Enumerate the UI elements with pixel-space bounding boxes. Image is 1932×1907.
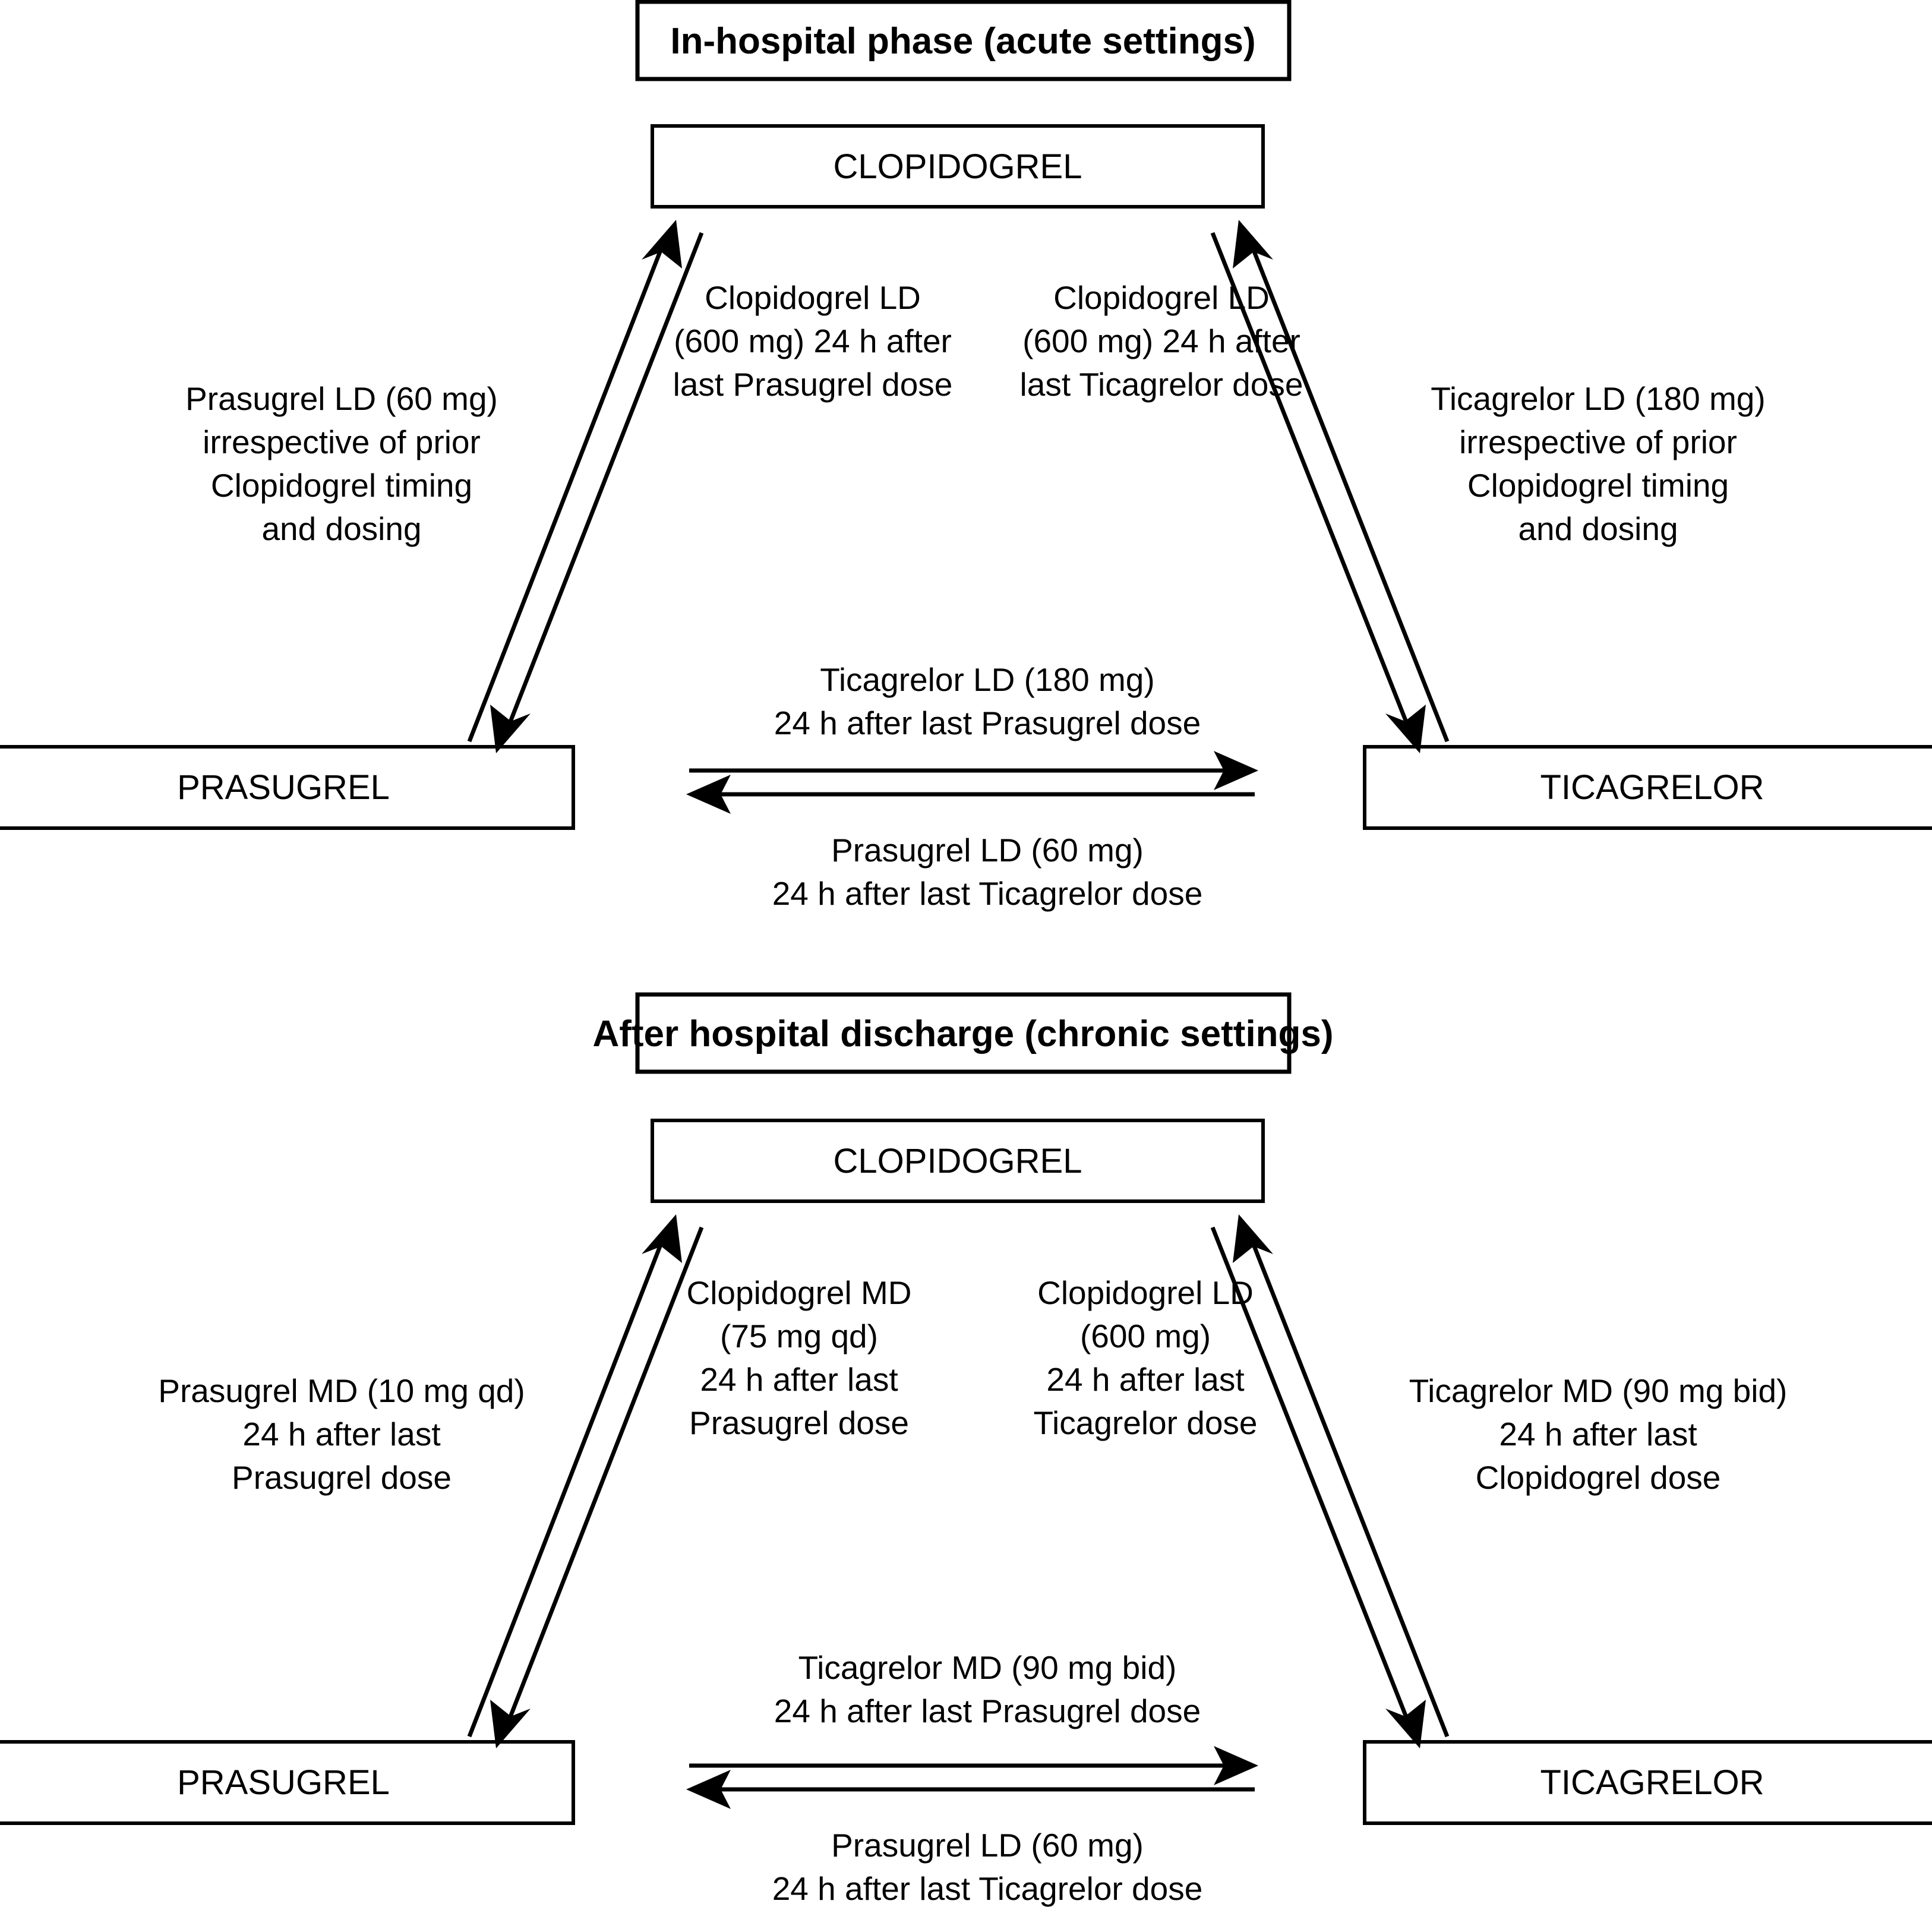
chronic-label-right-outward-line-3: Clopidogrel dose (1476, 1459, 1721, 1496)
acute-edge-bottom-right (689, 751, 1258, 790)
acute-node-clopidogrel: CLOPIDOGREL (651, 124, 1265, 209)
chronic-label-right-outward-line-1: Ticagrelor MD (90 mg bid) (1409, 1372, 1788, 1409)
acute-node-clopidogrel-label: CLOPIDOGREL (834, 147, 1082, 186)
chronic-label-bottom-leftward-line-1: Prasugrel LD (60 mg) (831, 1827, 1144, 1864)
chronic-title-label: After hospital discharge (chronic settin… (592, 1014, 1333, 1054)
acute-label-left-inward-line-3: last Prasugrel dose (673, 366, 953, 403)
chronic-label-right-inward: Clopidogrel LD (600 mg) 24 h after last … (1033, 1274, 1257, 1441)
chronic-node-clopidogrel-label: CLOPIDOGREL (834, 1142, 1082, 1180)
acute-label-left-outward-line-1: Prasugrel LD (60 mg) (185, 380, 498, 417)
chronic-label-bottom-rightward: Ticagrelor MD (90 mg bid) 24 h after las… (774, 1649, 1201, 1729)
acute-label-right-inward-line-3: last Ticagrelor dose (1020, 366, 1303, 403)
acute-label-bottom-rightward: Ticagrelor LD (180 mg) 24 h after last P… (774, 661, 1201, 741)
chronic-label-left-inward-line-2: (75 mg qd) (720, 1318, 878, 1355)
acute-node-ticagrelor-label: TICAGRELOR (1540, 768, 1764, 807)
chronic-label-left-outward-line-3: Prasugrel dose (232, 1459, 452, 1496)
chronic-node-prasugrel: PRASUGREL (0, 1740, 575, 1825)
acute-label-right-inward-line-1: Clopidogrel LD (1053, 279, 1270, 316)
acute-label-left-outward: Prasugrel LD (60 mg) irrespective of pri… (185, 380, 498, 547)
chronic-label-left-outward-line-1: Prasugrel MD (10 mg qd) (158, 1372, 525, 1409)
acute-label-right-inward-line-2: (600 mg) 24 h after (1022, 323, 1300, 359)
chronic-node-ticagrelor-label: TICAGRELOR (1540, 1763, 1764, 1802)
chronic-label-right-inward-line-2: (600 mg) (1080, 1318, 1211, 1355)
acute-edge-right-up (1233, 220, 1450, 743)
acute-edge-right-down (1210, 232, 1426, 753)
acute-label-right-outward-line-4: and dosing (1518, 510, 1678, 547)
acute-label-left-inward-line-2: (600 mg) 24 h after (674, 323, 952, 359)
acute-label-bottom-leftward: Prasugrel LD (60 mg) 24 h after last Tic… (772, 832, 1203, 912)
acute-edge-bottom-left (686, 775, 1255, 814)
chronic-label-bottom-rightward-line-2: 24 h after last Prasugrel dose (774, 1693, 1201, 1729)
chronic-label-left-outward: Prasugrel MD (10 mg qd) 24 h after last … (158, 1372, 525, 1496)
acute-label-left-inward-line-1: Clopidogrel LD (705, 279, 921, 316)
chronic-edge-bottom-right (689, 1746, 1258, 1785)
chronic-edge-bottom-left (686, 1770, 1255, 1809)
acute-label-right-outward-line-2: irrespective of prior (1459, 424, 1737, 460)
chronic-node-ticagrelor: TICAGRELOR (1363, 1740, 1932, 1825)
acute-label-right-outward-line-1: Ticagrelor LD (180 mg) (1431, 380, 1765, 417)
acute-label-bottom-rightward-line-1: Ticagrelor LD (180 mg) (820, 661, 1154, 698)
acute-label-bottom-rightward-line-2: 24 h after last Prasugrel dose (774, 705, 1201, 741)
chronic-node-prasugrel-label: PRASUGREL (177, 1763, 390, 1802)
acute-edge-left-up (467, 220, 682, 743)
acute-label-left-inward: Clopidogrel LD (600 mg) 24 h after last … (673, 279, 953, 403)
acute-label-left-outward-line-2: irrespective of prior (203, 424, 481, 460)
chronic-label-left-outward-line-2: 24 h after last (242, 1416, 440, 1453)
acute-node-prasugrel: PRASUGREL (0, 745, 575, 830)
acute-title-label: In-hospital phase (acute settings) (670, 21, 1255, 62)
chronic-label-bottom-rightward-line-1: Ticagrelor MD (90 mg bid) (798, 1649, 1177, 1686)
chronic-edge-left-up (467, 1214, 682, 1738)
chronic-label-bottom-leftward: Prasugrel LD (60 mg) 24 h after last Tic… (772, 1827, 1203, 1907)
chronic-label-left-inward-line-1: Clopidogrel MD (686, 1274, 911, 1311)
chronic-label-left-inward-line-4: Prasugrel dose (689, 1404, 909, 1441)
chronic-label-right-inward-line-3: 24 h after last (1046, 1361, 1244, 1398)
acute-node-ticagrelor: TICAGRELOR (1363, 745, 1932, 830)
chronic-label-right-inward-line-4: Ticagrelor dose (1033, 1404, 1257, 1441)
chronic-label-bottom-leftward-line-2: 24 h after last Ticagrelor dose (772, 1870, 1203, 1907)
chronic-label-left-inward: Clopidogrel MD (75 mg qd) 24 h after las… (686, 1274, 911, 1441)
acute-label-bottom-leftward-line-1: Prasugrel LD (60 mg) (831, 832, 1144, 869)
chronic-edge-left-down (490, 1226, 704, 1748)
chronic-title-box: After hospital discharge (chronic settin… (592, 992, 1334, 1074)
acute-node-prasugrel-label: PRASUGREL (177, 768, 390, 807)
acute-label-left-outward-line-3: Clopidogrel timing (211, 467, 472, 504)
acute-edge-left-down (490, 232, 704, 753)
chronic-edge-right-down (1210, 1226, 1426, 1748)
chronic-label-left-inward-line-3: 24 h after last (700, 1361, 898, 1398)
acute-label-right-outward: Ticagrelor LD (180 mg) irrespective of p… (1431, 380, 1765, 547)
acute-title-box: In-hospital phase (acute settings) (635, 0, 1292, 81)
acute-label-left-outward-line-4: and dosing (261, 510, 421, 547)
chronic-label-right-outward-line-2: 24 h after last (1499, 1416, 1697, 1453)
acute-label-right-outward-line-3: Clopidogrel timing (1467, 467, 1729, 504)
acute-label-right-inward: Clopidogrel LD (600 mg) 24 h after last … (1020, 279, 1303, 403)
chronic-label-right-outward: Ticagrelor MD (90 mg bid) 24 h after las… (1409, 1372, 1788, 1496)
chronic-node-clopidogrel: CLOPIDOGREL (651, 1119, 1265, 1203)
chronic-label-right-inward-line-1: Clopidogrel LD (1037, 1274, 1254, 1311)
chronic-edge-right-up (1233, 1214, 1450, 1738)
acute-label-bottom-leftward-line-2: 24 h after last Ticagrelor dose (772, 875, 1203, 912)
